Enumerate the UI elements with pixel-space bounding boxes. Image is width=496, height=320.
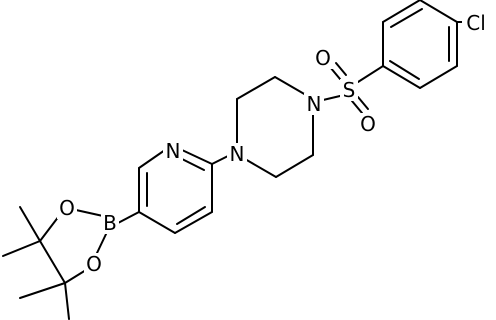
pyridine-bond <box>174 211 213 234</box>
aryl-ring-bond <box>382 0 421 23</box>
bond-layer <box>2 0 466 320</box>
pyridine-bond <box>138 149 166 169</box>
dioxaborolane-bond <box>64 269 87 284</box>
dioxaborolane-bond <box>39 215 60 242</box>
piperazine-nitrogen-sulfonyl-label: N <box>307 92 322 116</box>
pyridine-double-bond-inner <box>179 157 205 171</box>
piperazine-nitrogen-pyridyl-atom: N <box>227 142 247 166</box>
sulfonyl-double-bond <box>351 100 363 114</box>
dioxaborolane-oxygen-bottom-label: O <box>86 252 102 276</box>
sulfonyl-oxygen-bottom-label: O <box>360 112 376 136</box>
chlorine-atom: Cl <box>462 11 490 35</box>
piperazine-bond <box>236 76 276 100</box>
piperazine-bond <box>274 76 307 96</box>
sulfonyl-oxygen-top-label: O <box>315 46 331 70</box>
sulfonyl-oxygen-top-atom: O <box>313 46 333 70</box>
dioxaborolane-oxygen-bottom-atom: O <box>84 252 104 276</box>
piperazine-bond <box>244 158 277 178</box>
sulfur-label: S <box>343 78 356 102</box>
aryl-ring-bond <box>419 0 458 23</box>
piperazine-nitrogen-sulfonyl-atom: N <box>304 92 324 116</box>
chlorine-label: Cl <box>466 11 486 35</box>
dioxaborolane-bond <box>39 240 66 284</box>
aryl-ring-bond <box>382 65 421 89</box>
piperazine-bond <box>275 154 314 178</box>
aryl-sulfur-bond <box>357 65 384 83</box>
dioxaborolane-oxygen-top-label: O <box>59 196 75 220</box>
sulfonyl-oxygen-bottom-atom: O <box>358 112 378 136</box>
methyl-bond <box>19 206 41 242</box>
boron-label: B <box>103 211 117 235</box>
aryl-ring-bond <box>419 65 458 89</box>
pyridine-nitrogen-label: N <box>166 139 181 163</box>
pyridine-bond <box>138 211 176 234</box>
sulfur-nitrogen-bond <box>322 95 341 101</box>
nitrogen-pyridine-bond <box>211 155 229 165</box>
piperazine-nitrogen-pyridyl-label: N <box>230 142 245 166</box>
sulfur-atom: S <box>340 78 358 102</box>
aryl-double-bond-inner <box>390 8 423 28</box>
boron-atom: B <box>101 211 119 235</box>
carbon-boron-bond <box>117 211 140 224</box>
pyridine-nitrogen-atom: N <box>163 139 183 163</box>
dioxaborolane-bond <box>96 231 108 254</box>
methyl-bond <box>2 240 41 257</box>
atom-label-layer: Cl S O O N N N B <box>57 11 490 276</box>
dioxaborolane-bond <box>75 209 104 217</box>
sulfonyl-double-bond <box>357 96 369 110</box>
dioxaborolane-oxygen-top-atom: O <box>57 196 77 220</box>
sulfonyl-double-bond <box>335 62 347 76</box>
aryl-double-bond-inner <box>389 60 420 80</box>
pyridine-double-bond-inner <box>176 206 206 225</box>
pyridine-bond <box>181 149 213 165</box>
methyl-bond <box>19 282 66 299</box>
methyl-bond <box>64 282 70 320</box>
